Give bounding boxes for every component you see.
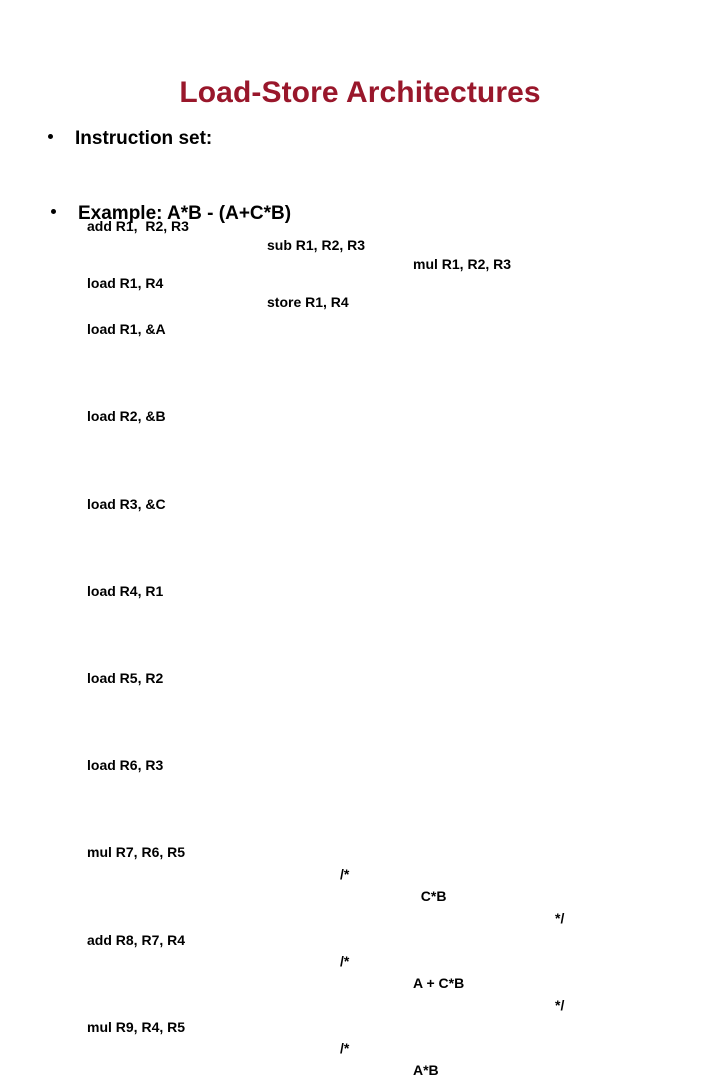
- isa-cell-sub: sub R1, R2, R3: [267, 237, 366, 253]
- isa-cell-load: load R1, R4: [87, 275, 164, 291]
- instruction-set-row: add R1, R2, R3 sub R1, R2, R3 mul R1, R2…: [87, 198, 511, 272]
- comment-open: /*: [340, 953, 350, 970]
- bullet-instruction-set: Instruction set:: [48, 128, 212, 150]
- code-row: load R4, R1: [87, 559, 163, 599]
- code-instruction: load R5, R2: [87, 669, 164, 686]
- code-instruction: load R4, R1: [87, 582, 164, 599]
- code-instruction: load R3, &C: [87, 495, 166, 512]
- code-row: load R6, R3: [87, 733, 163, 773]
- bullet-instruction-set-label: Instruction set:: [75, 128, 213, 149]
- code-instruction: load R1, &A: [87, 321, 166, 338]
- code-row: load R5, R2: [87, 646, 163, 686]
- code-row: load R3, &C: [87, 472, 166, 512]
- slide-canvas: Load-Store Architectures Instruction set…: [48, 76, 565, 1079]
- code-row: mul R7, R6, R5 /* C*B */: [87, 821, 564, 925]
- bullet-example: Example: A*B - (A+C*B): [51, 203, 291, 225]
- code-row: mul R9, R4, R5 /* A*B */: [87, 995, 439, 1079]
- instruction-set-row: load R1, R4 store R1, R4: [87, 255, 349, 310]
- code-instruction: mul R7, R6, R5: [87, 844, 186, 861]
- comment-open: /*: [340, 866, 350, 883]
- code-instruction: load R2, &B: [87, 408, 166, 425]
- comment-open: /*: [340, 1040, 350, 1057]
- code-instruction: load R6, R3: [87, 757, 164, 774]
- example-code-listing: load R1, &A load R2, &B load R3, &C load…: [87, 232, 564, 1080]
- comment-close: */: [555, 909, 565, 926]
- comment-expression: A + C*B: [413, 975, 465, 992]
- comment-expression: A*B: [413, 1062, 439, 1079]
- code-row: load R2, &B: [87, 385, 166, 424]
- comment-close: */: [555, 996, 565, 1013]
- code-row: load R1, &A: [87, 297, 166, 337]
- comment-expression: C*B: [413, 887, 447, 904]
- code-instruction: add R8, R7, R4: [87, 931, 186, 948]
- bullet-example-label: Example: A*B - (A+C*B): [78, 203, 292, 224]
- page-title: Load-Store Architectures: [179, 76, 541, 109]
- code-row: add R8, R7, R4 /* A + C*B */: [87, 908, 564, 1013]
- code-instruction: mul R9, R4, R5: [87, 1018, 186, 1035]
- isa-cell-store: store R1, R4: [267, 294, 349, 310]
- isa-cell-mul: mul R1, R2, R3: [413, 256, 512, 272]
- instruction-set-table: add R1, R2, R3 sub R1, R2, R3 mul R1, R2…: [87, 160, 511, 312]
- bullet-dot-icon: [51, 209, 56, 214]
- isa-cell-add: add R1, R2, R3: [87, 218, 189, 234]
- bullet-dot-icon: [48, 134, 53, 139]
